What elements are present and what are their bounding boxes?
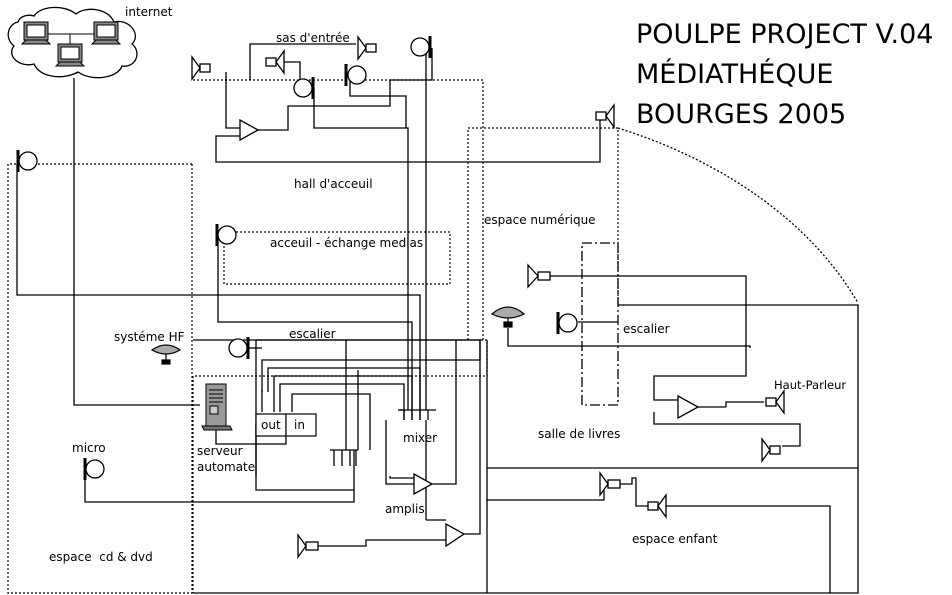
amp-salle [677, 394, 700, 420]
amp-hall [239, 118, 260, 142]
label-escalier-right: escalier [623, 322, 670, 336]
server-icon [201, 383, 233, 431]
curved-wall [617, 127, 859, 304]
speaker-4-icon [595, 103, 615, 129]
title-line-3: BOURGES 2005 [636, 99, 847, 130]
title-line-1: POULPE PROJECT V.04 [636, 19, 934, 50]
label-espace-numerique: espace numérique [484, 213, 596, 227]
label-espace-cd: espace cd & dvd [49, 550, 153, 564]
mic-accueil-icon [215, 224, 237, 246]
label-escalier-left: escalier [289, 327, 336, 341]
salle-livres-wall [487, 304, 859, 469]
speaker-6-icon [765, 389, 785, 415]
speaker-3-icon [357, 35, 377, 61]
label-mixer: mixer [403, 431, 438, 445]
label-automate: automate [197, 460, 256, 474]
mic-hall-icon [293, 77, 315, 99]
microphones [16, 36, 578, 503]
label-sas-entree: sas d'entrée [276, 31, 350, 45]
in-box [285, 413, 317, 437]
speaker-2-icon [265, 49, 285, 75]
mic-sas-2-icon [344, 64, 367, 86]
speaker-9-icon [647, 493, 667, 519]
label-in: in [294, 418, 305, 432]
mic-sas-1-icon [410, 36, 432, 58]
label-espace-enfant: espace enfant [632, 532, 718, 546]
speaker-8-icon [599, 471, 621, 497]
label-systeme-hf: systéme HF [114, 330, 185, 344]
amplifiers [239, 118, 700, 548]
accueil-outline [223, 231, 451, 285]
escalier-right-outline [581, 242, 619, 406]
label-amplis: amplis [385, 502, 425, 516]
label-internet: internet [125, 5, 173, 19]
label-accueil: acceuil - échange medias [270, 236, 424, 250]
mic-escalier-icon [228, 337, 250, 359]
espace-enfant-wall [486, 340, 859, 594]
label-hall: hall d'acceuil [294, 177, 373, 191]
speaker-7-icon [761, 437, 781, 463]
hf-dish-left-icon [150, 344, 182, 365]
speaker-1-icon [191, 55, 211, 81]
mic-cd-icon [83, 458, 355, 503]
internet-cloud-icon [7, 6, 138, 79]
hf-dish-right-icon [490, 306, 526, 328]
label-serveur: serveur [197, 444, 243, 458]
title-line-2: MÉDIATHÉQUE [636, 59, 834, 90]
speaker-5-icon [527, 263, 551, 289]
mic-left-icon [16, 150, 38, 172]
hall-outline [193, 79, 484, 341]
label-salle-livres: salle de livres [538, 427, 621, 441]
espace-cd-outline [7, 163, 193, 594]
amp-mixer [413, 472, 434, 496]
label-haut-parleur: Haut-Parleur [774, 378, 847, 392]
label-out: out [261, 418, 281, 432]
mic-numerique-icon [556, 312, 578, 334]
wiring [16, 43, 831, 593]
speakers [191, 35, 785, 559]
speaker-10-icon [297, 533, 319, 559]
espace-numerique-outline [467, 127, 619, 340]
label-micro: micro [72, 441, 106, 455]
amp-bottom [445, 522, 466, 548]
